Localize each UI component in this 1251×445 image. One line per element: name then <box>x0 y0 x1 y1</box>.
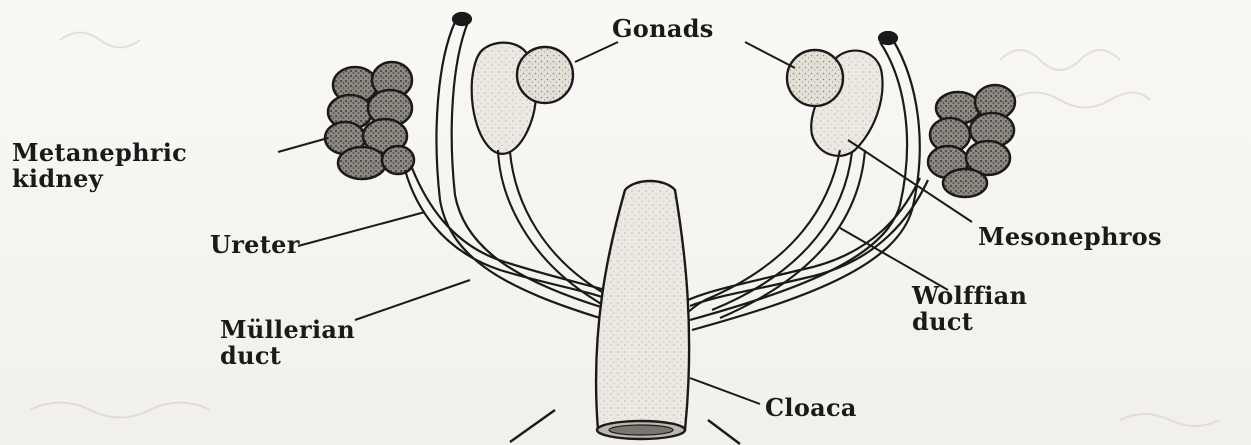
leader-mullerian <box>355 280 470 320</box>
label-cloaca: Cloaca <box>765 395 857 421</box>
label-wolffian-line2: duct <box>912 309 1027 335</box>
label-mullerian-duct: Müllerian duct <box>220 317 355 369</box>
leader-ureter <box>298 212 425 246</box>
label-metanephric-kidney: Metanephric kidney <box>12 140 187 192</box>
right-metanephric-kidney <box>928 85 1015 197</box>
label-gonads: Gonads <box>612 16 714 42</box>
leader-gonads-left <box>575 42 618 62</box>
leader-cloaca <box>690 378 760 404</box>
label-mullerian-line1: Müllerian <box>220 317 355 343</box>
leader-gonads-right <box>745 42 795 68</box>
left-gonad <box>517 47 573 103</box>
cloaca <box>596 181 689 439</box>
label-wolffian-line1: Wolffian <box>912 283 1027 309</box>
label-mesonephros: Mesonephros <box>978 224 1162 250</box>
right-gonad <box>787 50 843 106</box>
label-ureter: Ureter <box>210 232 300 258</box>
label-metanephric-line2: kidney <box>12 166 187 192</box>
leader-metanephric <box>278 138 328 152</box>
label-wolffian-duct: Wolffian duct <box>912 283 1027 335</box>
label-mullerian-line2: duct <box>220 343 355 369</box>
label-metanephric-line1: Metanephric <box>12 140 187 166</box>
left-metanephric-kidney <box>325 62 414 179</box>
